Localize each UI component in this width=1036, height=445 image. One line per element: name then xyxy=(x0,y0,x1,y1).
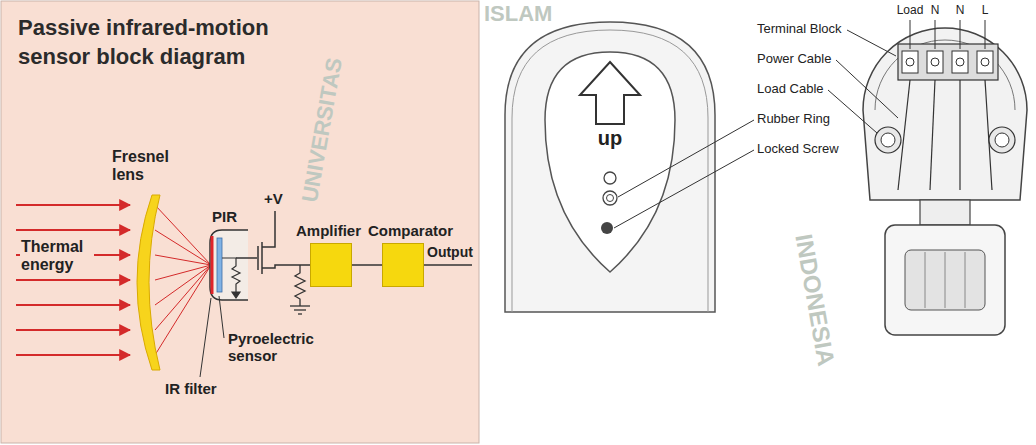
terminal-label: N xyxy=(925,4,945,18)
terminal-block xyxy=(898,44,998,80)
thermal-arrows xyxy=(16,205,130,355)
cable-grommet xyxy=(881,133,895,147)
block-box xyxy=(382,243,424,287)
direction-label: up xyxy=(590,127,630,150)
part-label: Pyroelectric sensor xyxy=(228,330,328,365)
part-label: Power Cable xyxy=(757,52,831,67)
part-label: Terminal Block xyxy=(757,22,842,37)
terminals xyxy=(902,51,993,73)
hole-ring xyxy=(604,172,616,184)
pir-capsule xyxy=(210,230,248,300)
diagram-title: Passive infrared-motion sensor block dia… xyxy=(18,14,288,71)
fresnel-lens xyxy=(137,195,160,370)
housing-rim xyxy=(875,40,1015,110)
locked-screw xyxy=(601,222,613,234)
part-label: Locked Screw xyxy=(757,142,839,157)
housing-bevel xyxy=(512,30,708,312)
watermark: ISLAM xyxy=(484,1,552,26)
focused-rays xyxy=(155,205,211,355)
part-label: PIR xyxy=(212,208,237,225)
cable-grommet xyxy=(995,133,1009,147)
watermark: UNIVERSITAS xyxy=(297,56,347,204)
energy-label: Thermal energy xyxy=(20,238,94,275)
cable-grommet xyxy=(989,127,1015,153)
block-heading: Comparator xyxy=(368,222,453,240)
pir-resistor xyxy=(222,258,240,298)
part-label: Load Cable xyxy=(757,82,824,97)
part-label: Rubber Ring xyxy=(757,112,830,127)
leader-line xyxy=(200,298,211,377)
block-heading: Amplifier xyxy=(296,222,361,240)
output-wire xyxy=(424,264,472,266)
rubber-ring xyxy=(607,195,614,202)
cable-grommet xyxy=(875,127,901,153)
leader-line xyxy=(828,20,985,133)
signal-label: Output xyxy=(427,244,473,260)
fet-transistor xyxy=(236,211,310,274)
leader-line xyxy=(219,296,224,338)
rubber-ring xyxy=(603,191,617,205)
sensor-head xyxy=(885,225,1005,335)
swivel-neck xyxy=(920,200,970,225)
ir-filter xyxy=(211,236,214,294)
supply-label: +V xyxy=(264,190,283,207)
leader-line xyxy=(614,150,754,228)
terminal-label: N xyxy=(950,4,970,18)
terminal-label: L xyxy=(975,4,995,18)
part-label: Fresnel lens xyxy=(112,148,176,185)
part-label: IR filter xyxy=(165,380,217,397)
block-box xyxy=(310,243,352,287)
load-resistor xyxy=(290,265,310,314)
leader-line xyxy=(618,120,754,197)
cover-plate xyxy=(545,52,675,272)
amplifier-block: Amplifier xyxy=(296,222,361,287)
signal-wire xyxy=(352,264,382,266)
panel-ground xyxy=(1,1,479,443)
housing-back xyxy=(863,28,1027,200)
wires xyxy=(898,80,992,190)
up-arrow xyxy=(580,62,640,124)
housing-cover xyxy=(505,22,715,312)
terminal-label: Load xyxy=(890,4,930,18)
window-segments xyxy=(925,252,965,308)
sensor-window xyxy=(905,250,985,310)
pyroelectric-element xyxy=(217,238,222,292)
watermark: INDONESIA xyxy=(790,232,840,368)
